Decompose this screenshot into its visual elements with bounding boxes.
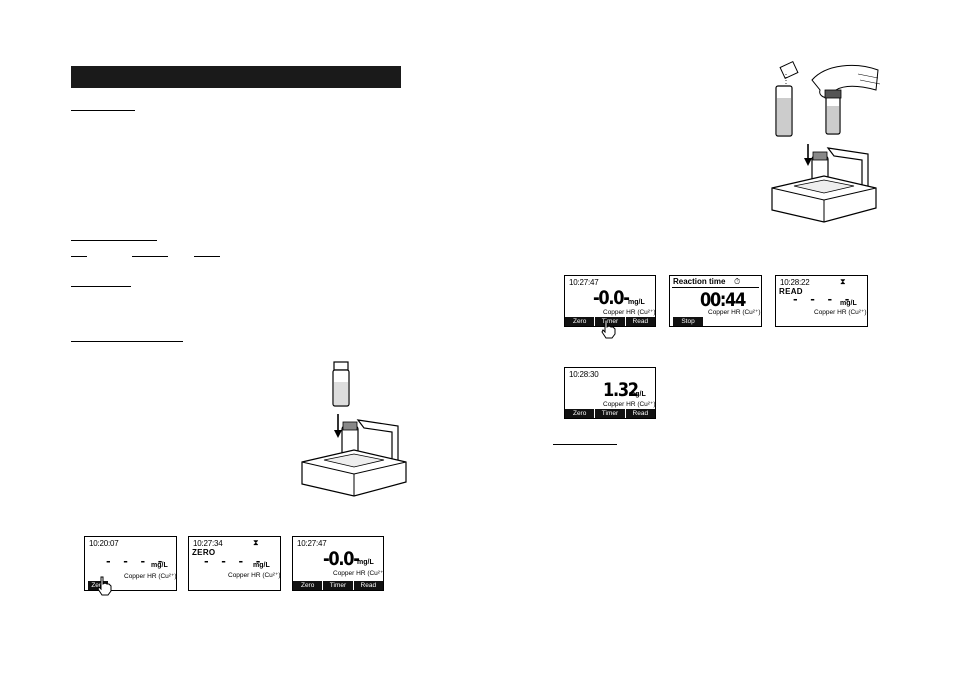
lcd-screen-timer-prompt: 10:27:47 -0.0- mg/L Copper HR (Cu²⁺) Zer… (564, 275, 656, 327)
screen-time: 10:28:30 (569, 370, 599, 379)
softkey-read[interactable]: Read (625, 317, 655, 326)
stopwatch-icon: ⏱ (734, 277, 741, 286)
softkey-stop[interactable]: Stop (673, 317, 703, 326)
screen-status: READ (779, 287, 803, 296)
screen-unit: mg/L (840, 300, 857, 307)
screen-unit: mg/L (357, 559, 374, 566)
heading-rule-4 (71, 341, 183, 342)
softkey-timer[interactable]: Timer (595, 409, 625, 418)
reagent-addition-illustration (775, 60, 881, 137)
screen-timer: 00:44 (700, 289, 746, 311)
screen-value: -0.0- (323, 548, 360, 570)
softkey-timer[interactable]: Timer (323, 581, 353, 590)
screen-time: 10:27:47 (297, 539, 327, 548)
softkey-read[interactable]: Read (353, 581, 383, 590)
screen-time: 10:20:07 (89, 539, 119, 548)
pointer-hand-icon (601, 319, 616, 339)
screen-parameter: Copper HR (Cu²⁺) (708, 309, 761, 316)
screen-unit: mg/L (151, 562, 168, 569)
heading-rule-2 (71, 240, 157, 241)
rule-short-1 (71, 256, 87, 257)
softkey-zero[interactable]: Zero (565, 409, 595, 418)
hourglass-icon: ⧗ (840, 277, 846, 286)
softkey-zero[interactable]: Zero (293, 581, 323, 590)
screen-status: ZERO (192, 548, 216, 557)
screen-dashes: - - - - (792, 293, 853, 306)
screen-time: 10:27:34 (193, 539, 223, 548)
screen-dashes: - - - - (203, 555, 264, 568)
screen-parameter: Copper HR (Cu²⁺) (814, 309, 867, 316)
softkey-zero[interactable]: Zero (565, 317, 595, 326)
heading-rule-3 (71, 286, 131, 287)
hourglass-icon: ⧗ (253, 538, 259, 547)
softkey-zero[interactable]: Zero (88, 581, 108, 590)
screen-parameter: Copper HR (Cu²⁺) (124, 573, 177, 580)
heading-rule-5 (553, 444, 617, 445)
screen-unit: mg/L (629, 391, 646, 398)
screen-unit: mg/L (253, 562, 270, 569)
screen-parameter: Copper HR (Cu²⁺) (333, 570, 384, 577)
section-title-bar (71, 66, 401, 88)
screen-time: 10:27:47 (569, 278, 599, 287)
screen-time: 10:28:22 (780, 278, 810, 287)
screen-parameter: Copper HR (Cu²⁺) (603, 401, 656, 408)
instrument-illustration-right (771, 144, 877, 223)
lcd-screen-zeroing: 10:27:34 ⧗ ZERO - - - - mg/L Copper HR (… (188, 536, 281, 591)
down-arrow-icon (334, 430, 342, 438)
heading-rule-1 (71, 110, 135, 111)
screen-parameter: Copper HR (Cu²⁺) (603, 309, 656, 316)
vial-illustration (332, 361, 350, 407)
screen-parameter: Copper HR (Cu²⁺) (228, 572, 281, 579)
title-divider (672, 287, 759, 288)
lcd-screen-zero-prompt: 10:20:07 - - - - mg/L Copper HR (Cu²⁺) Z… (84, 536, 177, 591)
softkey-read[interactable]: Read (625, 409, 655, 418)
lcd-screen-zero-done: 10:27:47 -0.0- mg/L Copper HR (Cu²⁺) Zer… (292, 536, 384, 591)
rule-short-2 (132, 256, 168, 257)
down-arrow-icon (804, 158, 812, 166)
pointer-hand-icon (97, 576, 112, 596)
screen-title: Reaction time (673, 277, 726, 286)
screen-dashes: - - - - (105, 555, 166, 568)
screen-unit: mg/L (628, 299, 645, 306)
lcd-screen-reaction-time: Reaction time ⏱ 00:44 Copper HR (Cu²⁺) S… (669, 275, 762, 327)
screen-value: -0.0- (593, 287, 630, 309)
screen-value: 1.32 (603, 379, 639, 401)
lcd-screen-reading: 10:28:22 ⧗ READ - - - - mg/L Copper HR (… (775, 275, 868, 327)
rule-short-3 (194, 256, 220, 257)
softkey-timer[interactable]: Timer (595, 317, 625, 326)
lcd-screen-result: 10:28:30 1.32 mg/L Copper HR (Cu²⁺) Zero… (564, 367, 656, 419)
instrument-illustration (301, 414, 407, 497)
